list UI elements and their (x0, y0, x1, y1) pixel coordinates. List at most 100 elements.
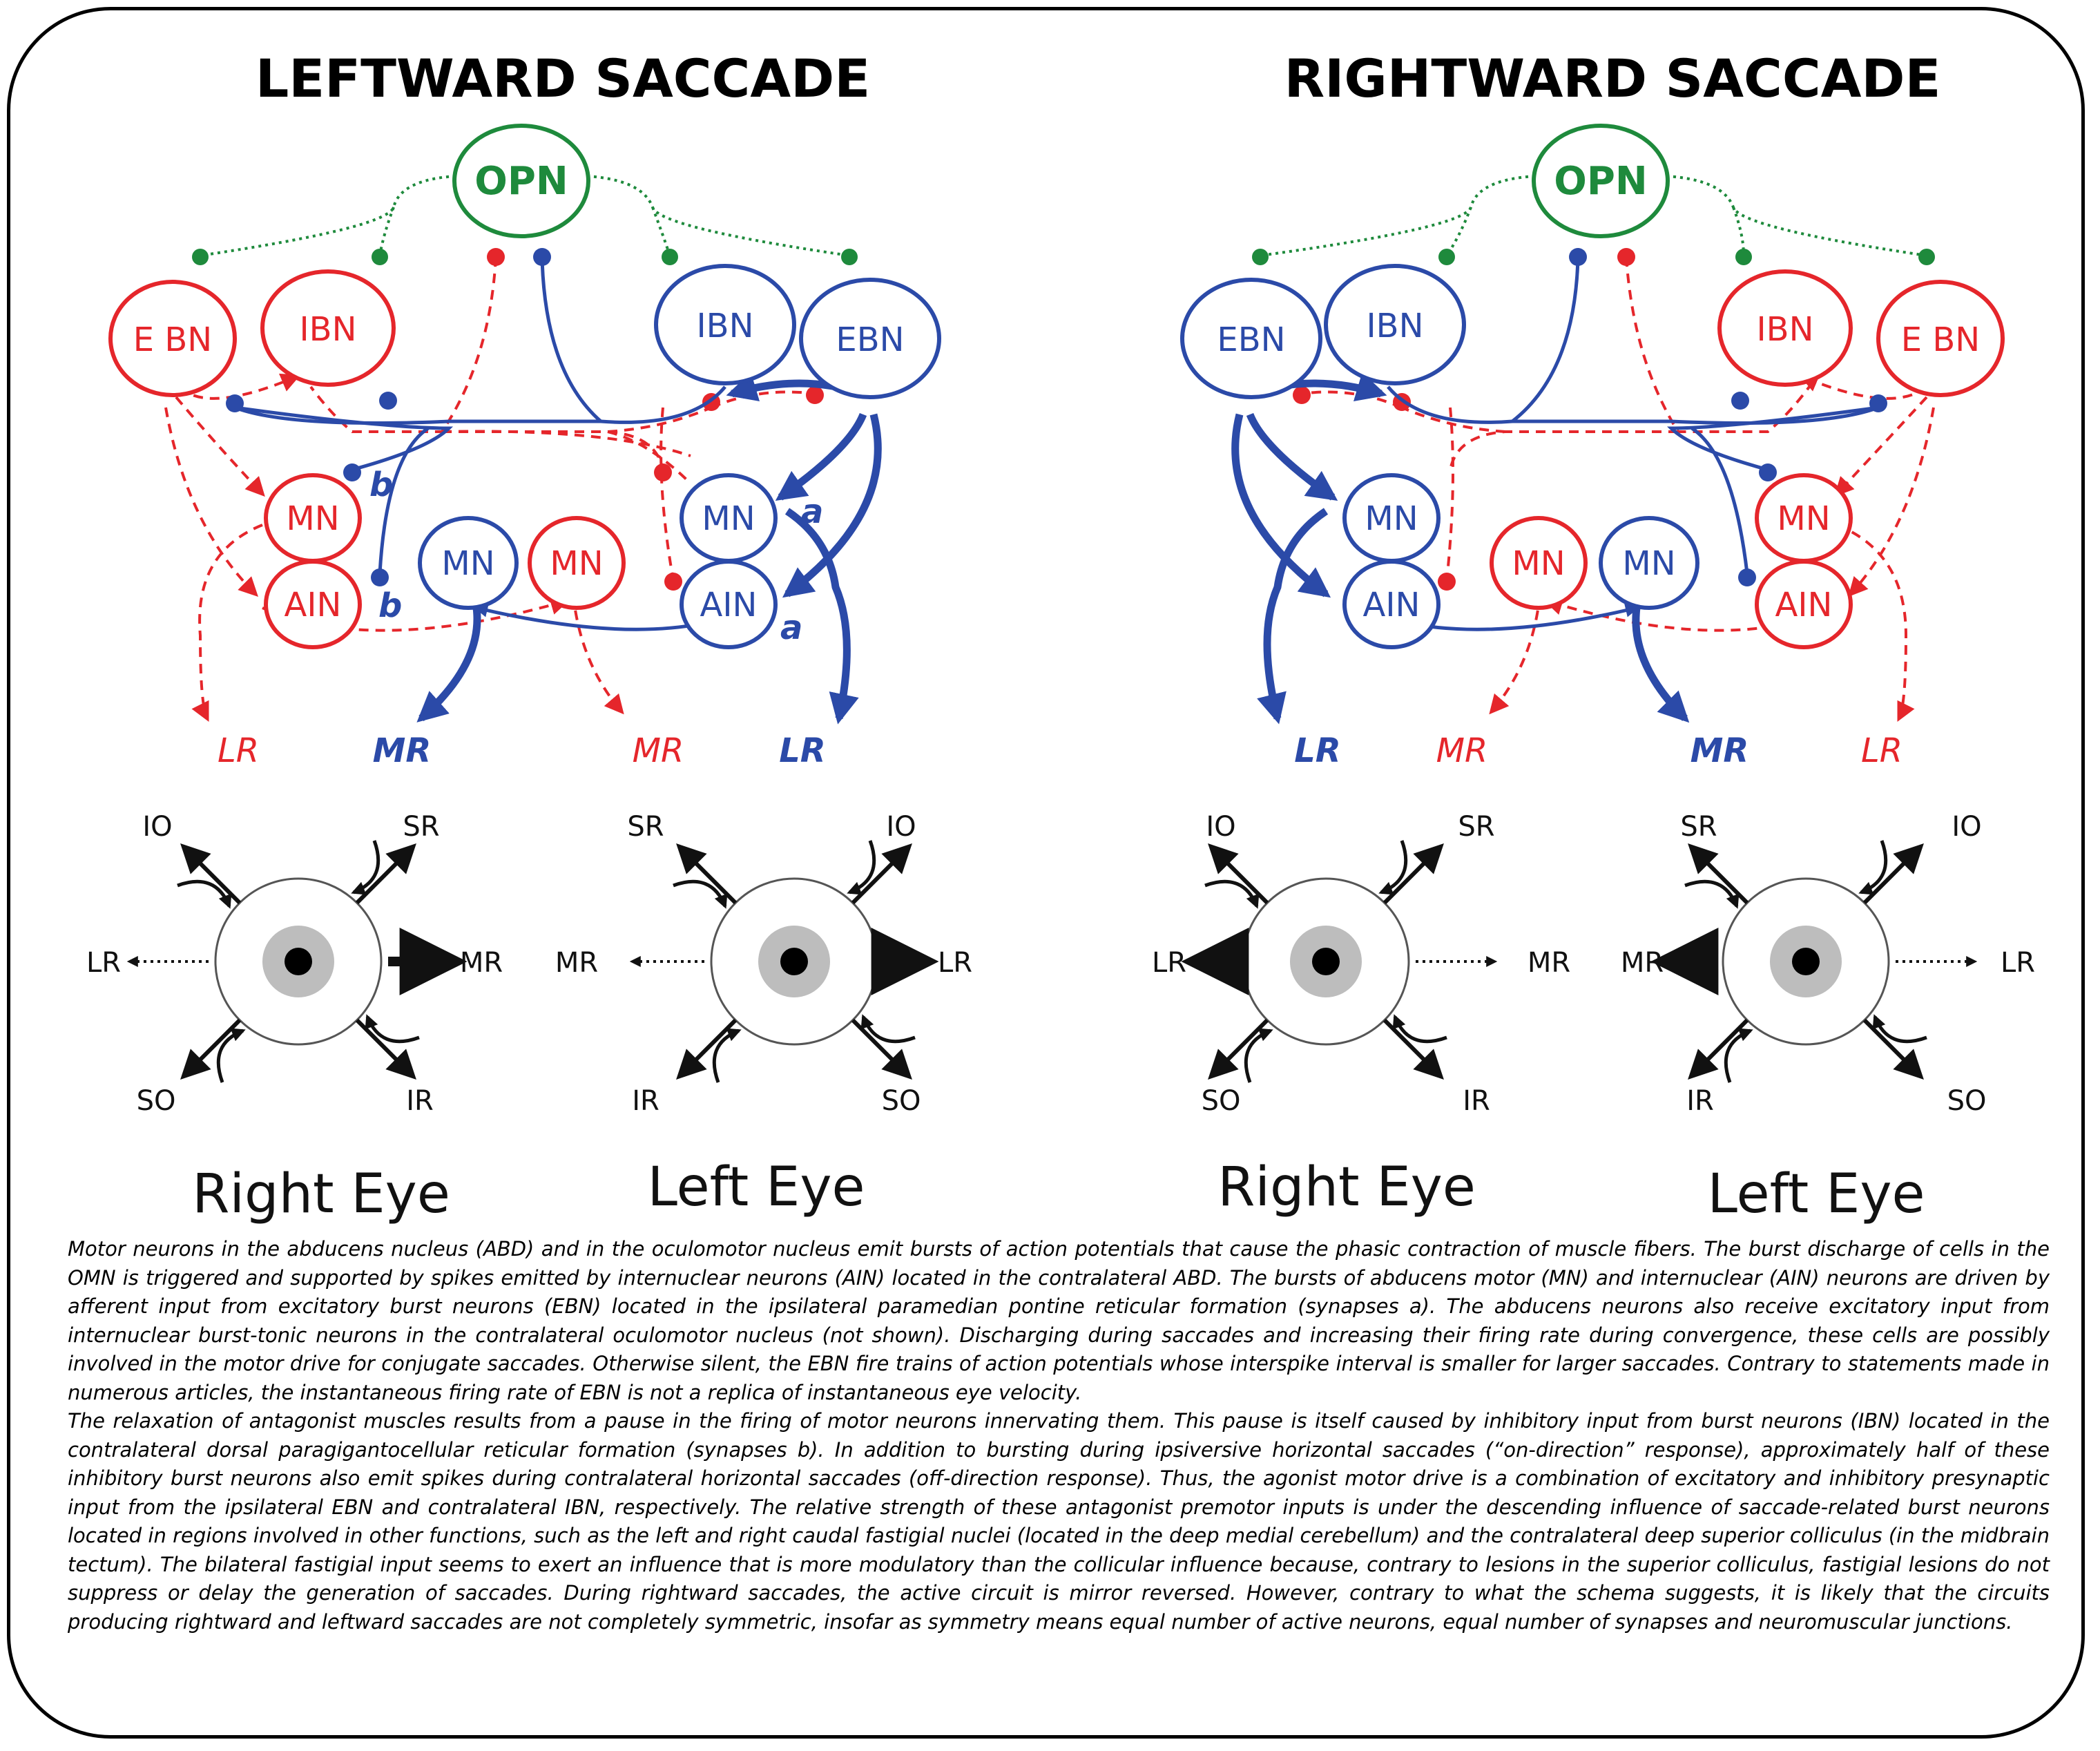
ibn-right-label: IBN (1757, 310, 1814, 349)
mn-center-red-node (528, 516, 626, 610)
ain-right-node (680, 559, 778, 649)
active-synapses (226, 248, 551, 586)
ebn-right-label: E BN (1901, 320, 1980, 359)
muscle-label-mr-active: MR (1690, 731, 1749, 770)
synapse-label-a-lower: a (780, 609, 802, 647)
eye-label: SR (1458, 811, 1494, 843)
eye-label: LR (938, 947, 972, 979)
active-synapses (1569, 248, 1887, 586)
mn-center-red-label: MN (1512, 544, 1565, 583)
caption-paragraph: Motor neurons in the abducens nucleus (A… (68, 1237, 2050, 1404)
eye-label: LR (86, 947, 121, 979)
muscle-label-mr-inactive: MR (633, 731, 684, 770)
left-eye-leftward (629, 840, 939, 1083)
opn-node (452, 124, 590, 238)
muscle-label-lr-active: LR (1294, 731, 1341, 770)
eye-label: IR (406, 1085, 434, 1117)
muscle-label-lr-active: LR (779, 731, 826, 770)
muscle-label-mr-active: MR (373, 731, 432, 770)
mn-center-blue-node (1599, 516, 1699, 610)
ibn-right-node (1717, 269, 1853, 387)
inactive-synapses (1293, 248, 1635, 591)
active-pathways (1387, 258, 1879, 631)
synapse-label-a-upper: a (801, 492, 823, 531)
eye-label: SO (1947, 1085, 1987, 1117)
eye-label: SR (403, 811, 439, 843)
eye-name: Right Eye (192, 1163, 450, 1225)
ain-right-label: AIN (700, 586, 758, 624)
eye-label: IR (632, 1085, 659, 1117)
ain-left-node (264, 559, 362, 649)
left-eye-rightward (1650, 840, 1978, 1083)
caption-paragraph: The relaxation of antagonist muscles res… (68, 1409, 2050, 1634)
eye-label: SO (1202, 1085, 1241, 1117)
panel-title: LEFTWARD SACCADE (256, 48, 870, 109)
eye-label: SR (1680, 811, 1717, 843)
ibn-left-node (1324, 264, 1466, 385)
strong-active-pathways (1231, 372, 1690, 725)
synapse-label-b-lower: b (378, 586, 402, 625)
eye-label: MR (555, 947, 598, 979)
ebn-right-label: EBN (836, 320, 904, 359)
eye-label: LR (2001, 947, 2035, 979)
eye-label: IO (886, 811, 916, 843)
eye-label: IO (1206, 811, 1235, 843)
eye-label: SO (137, 1085, 176, 1117)
ain-left-label: AIN (1363, 586, 1420, 624)
eye-label: MR (1621, 947, 1664, 979)
mn-right-label: MN (702, 499, 755, 538)
ebn-right-node (799, 278, 941, 399)
right-eye-rightward (1181, 840, 1498, 1083)
opn-label: OPN (1554, 159, 1648, 204)
eye-label: MR (1528, 947, 1570, 979)
mn-center-red-node (1490, 516, 1588, 610)
ibn-left-node (260, 269, 396, 387)
ain-right-node (1755, 559, 1853, 649)
mn-center-blue-node (418, 516, 519, 610)
ebn-left-node (1180, 278, 1322, 399)
eye-label: SO (882, 1085, 921, 1117)
eye-label: IR (1686, 1085, 1714, 1117)
mn-center-blue-label: MN (1622, 544, 1675, 583)
opn-node (1532, 124, 1670, 238)
panel-rightward: RIGHTWARD SACCADE OPN (1152, 48, 2035, 1225)
mn-right-label: MN (1777, 499, 1830, 538)
mn-center-red-label: MN (550, 544, 603, 583)
mn-left-label: MN (286, 499, 339, 538)
muscle-label-lr-inactive: LR (218, 731, 259, 770)
ebn-left-label: EBN (1217, 320, 1285, 359)
ibn-right-node (654, 264, 796, 385)
panel-title: RIGHTWARD SACCADE (1284, 48, 1941, 109)
ibn-left-label: IBN (300, 310, 357, 349)
ain-right-label: AIN (1775, 586, 1833, 624)
ibn-left-label: IBN (1367, 307, 1424, 345)
eye-label: LR (1152, 947, 1186, 979)
eye-name: Right Eye (1217, 1156, 1476, 1218)
opn-inhibitory-connections (200, 175, 850, 257)
eye-label: SR (627, 811, 664, 843)
inactive-synapses (487, 248, 824, 591)
ebn-right-node (1876, 280, 2005, 397)
opn-synapses (192, 249, 858, 265)
inactive-pathways (1301, 256, 1935, 723)
opn-label: OPN (474, 159, 568, 204)
inactive-pathways (164, 256, 816, 723)
eye-label: MR (460, 947, 503, 979)
opn-synapses (1252, 249, 1935, 265)
panel-leftward: LEFTWARD SACCADE OPN (86, 48, 972, 1225)
eye-name: Left Eye (1708, 1163, 1925, 1225)
ibn-right-label: IBN (697, 307, 754, 345)
figure-caption: Motor neurons in the abducens nucleus (A… (68, 1235, 2050, 1636)
right-eye-leftward (126, 840, 468, 1083)
eye-label: IR (1463, 1085, 1490, 1117)
muscle-label-lr-inactive: LR (1861, 731, 1902, 770)
ebn-left-label: E BN (133, 320, 212, 359)
synapse-label-b-upper: b (369, 466, 393, 504)
mn-center-blue-label: MN (441, 544, 494, 583)
muscle-label-mr-inactive: MR (1436, 731, 1488, 770)
eye-label: IO (142, 811, 172, 843)
ain-left-label: AIN (285, 586, 342, 624)
ain-left-node (1342, 559, 1441, 649)
mn-left-label: MN (1365, 499, 1418, 538)
